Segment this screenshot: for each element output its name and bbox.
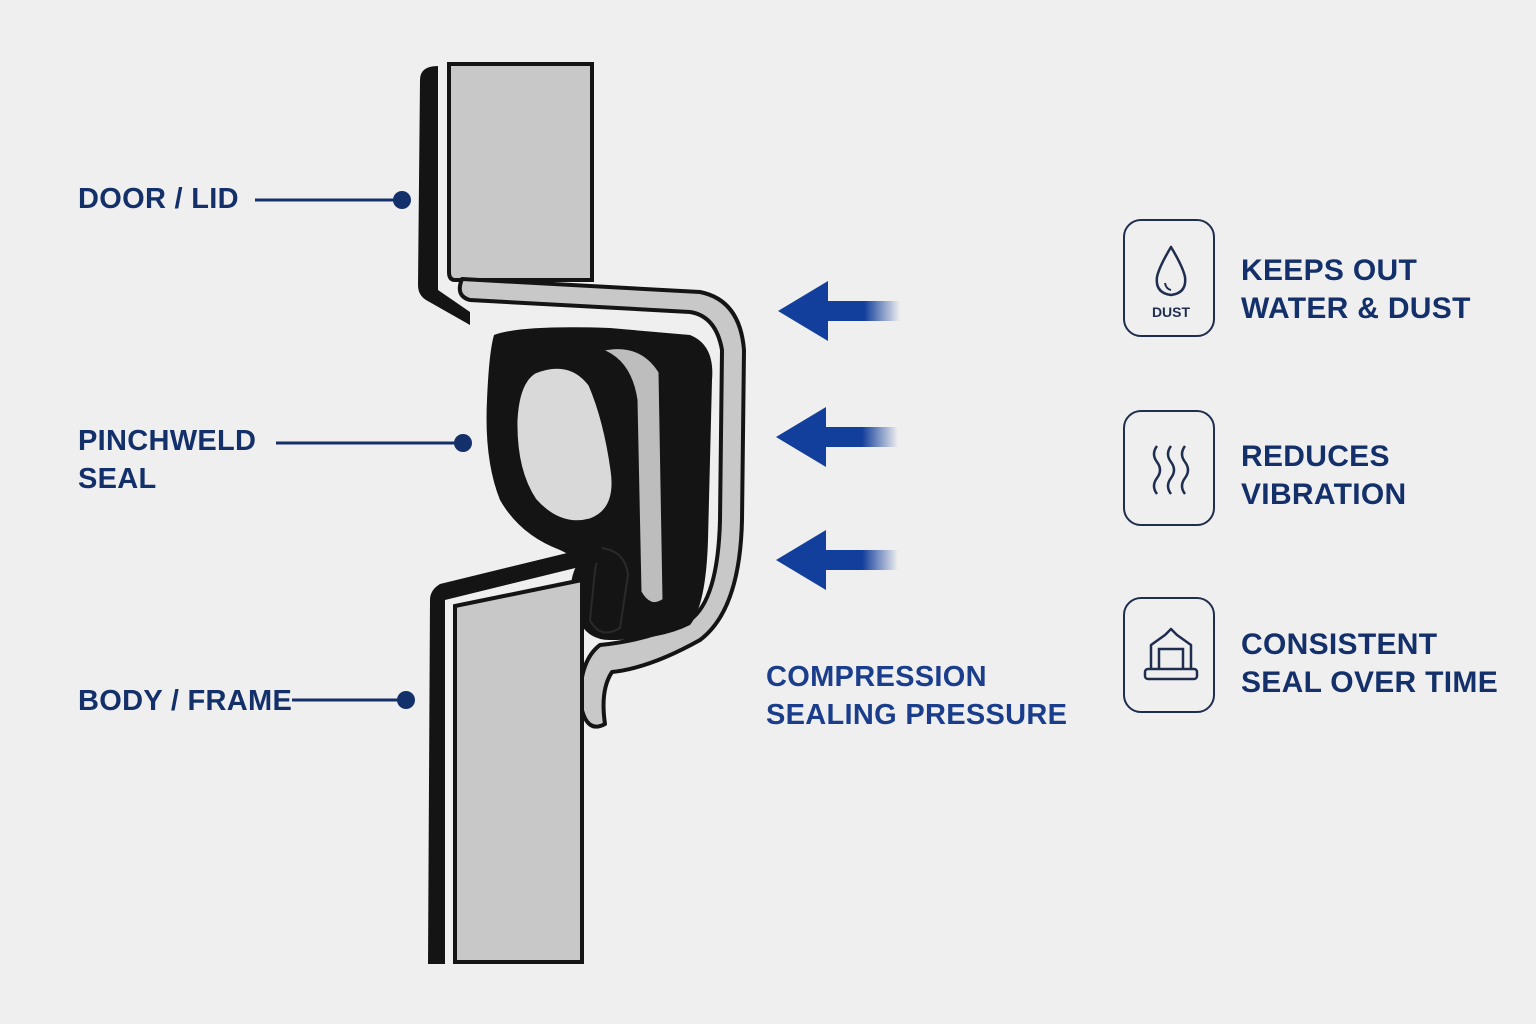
body-frame-label: BODY / FRAME xyxy=(78,685,293,717)
door-lid-panel xyxy=(418,62,594,325)
compression-arrow-top xyxy=(778,281,900,341)
water-drop-icon: DUST xyxy=(1123,219,1215,337)
dust-icon-text: DUST xyxy=(1152,304,1191,320)
callout-pinchweld-leader xyxy=(276,434,472,452)
benefit-water-dust-text: KEEPS OUT WATER & DUST xyxy=(1241,254,1471,325)
benefit-consistent-seal-text: CONSISTENT SEAL OVER TIME xyxy=(1241,628,1499,699)
body-frame-panel xyxy=(428,545,608,964)
vibration-waves-icon xyxy=(1123,410,1215,526)
pinchweld-seal-label: PINCHWELD SEAL xyxy=(78,425,257,495)
door-lid-label: DOOR / LID xyxy=(78,183,239,215)
callout-body-frame-leader xyxy=(292,691,415,709)
callout-door-lid-leader xyxy=(255,191,411,209)
benefit-vibration-text: REDUCES VIBRATION xyxy=(1241,440,1407,511)
compression-arrow-middle xyxy=(776,407,898,467)
seal-profile-icon xyxy=(1123,597,1215,713)
compression-label: COMPRESSION SEALING PRESSURE xyxy=(766,661,1068,731)
pinchweld-seal-rubber xyxy=(486,327,713,640)
compression-arrow-bottom xyxy=(776,530,898,590)
